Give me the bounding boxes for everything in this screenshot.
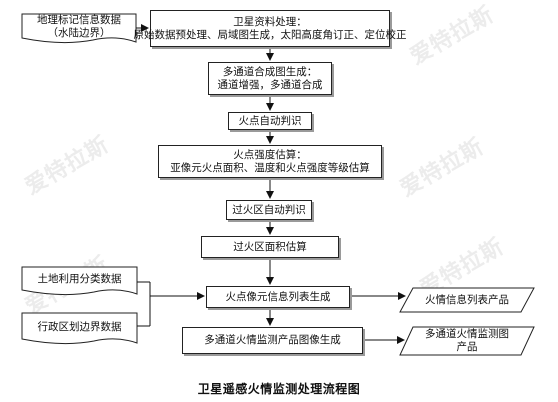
output-image-shape — [399, 326, 535, 356]
step-composite-detail: 通道增强，多通道合成 — [217, 78, 323, 91]
step-preprocess-title: 卫星资料处理： — [233, 15, 307, 28]
step-autodetect: 火点自动判识 — [228, 112, 312, 130]
input-admin-shape — [21, 312, 138, 345]
output-list-product: 火情信息列表产品 — [404, 288, 530, 312]
input-boundary-line-2: （水陆边界） — [47, 27, 111, 39]
input-landuse-data: 土地利用分类数据 — [22, 267, 137, 291]
step-composite: 多通道合成图生成： 通道增强，多通道合成 — [208, 62, 332, 95]
output-image-product-line-2: 产品 — [456, 341, 478, 353]
output-list-shape — [399, 287, 535, 313]
step-burned-area: 过火区面积估算 — [201, 236, 339, 258]
step-intensity-detail: 亚像元火点面积、温度和火点强度等级估算 — [170, 161, 370, 174]
input-boundary-data: 地理标记信息数据 （水陆边界） — [22, 14, 136, 40]
step-burned-detect-label: 过火区自动判识 — [232, 203, 306, 216]
input-boundary-shape — [21, 13, 137, 44]
output-image-product-line-1: 多通道火情监测图 — [425, 328, 509, 340]
step-burned-area-label: 过火区面积估算 — [233, 240, 307, 253]
input-admin-data: 行政区划边界数据 — [22, 314, 137, 340]
step-preprocess-detail: 原始数据预处理、局域图生成，太阳高度角订正、定位校正 — [133, 28, 407, 41]
input-admin-label: 行政区划边界数据 — [37, 320, 122, 333]
input-landuse-label: 土地利用分类数据 — [37, 272, 122, 285]
input-boundary-line-1: 地理标记信息数据 — [37, 14, 121, 26]
output-list-product-label: 火情信息列表产品 — [425, 293, 509, 306]
step-image-gen-label: 多通道火情监测产品图像生成 — [204, 334, 341, 346]
step-image-gen: 多通道火情监测产品图像生成 — [182, 327, 363, 354]
step-intensity: 火点强度估算： 亚像元火点面积、温度和火点强度等级估算 — [158, 145, 382, 178]
step-composite-title: 多通道合成图生成： — [222, 65, 318, 78]
output-image-product: 多通道火情监测图 产品 — [404, 327, 530, 355]
step-pixel-list: 火点像元信息列表生成 — [206, 286, 350, 308]
step-autodetect-label: 火点自动判识 — [238, 114, 302, 127]
step-burned-detect: 过火区自动判识 — [226, 200, 312, 220]
step-intensity-title: 火点强度估算： — [233, 148, 307, 161]
input-landuse-shape — [21, 266, 138, 296]
step-pixel-list-label: 火点像元信息列表生成 — [225, 290, 331, 303]
step-preprocess: 卫星资料处理： 原始数据预处理、局域图生成，太阳高度角订正、定位校正 — [134, 10, 407, 47]
figure-caption: 卫星遥感火情监测处理流程图 — [197, 382, 361, 396]
